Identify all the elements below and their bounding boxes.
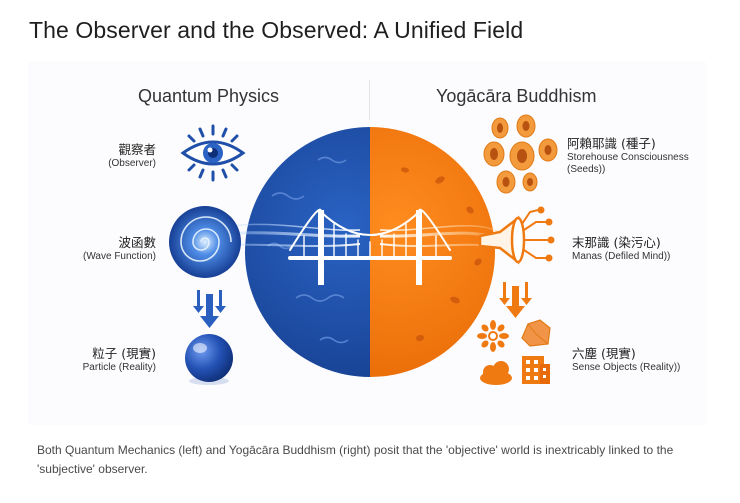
- particle-label-cjk: 粒子 (現實): [92, 346, 156, 361]
- manas-label-en: Manas (Defiled Mind)): [572, 250, 671, 262]
- down-arrows-left: [193, 290, 226, 328]
- wave-function-label: 波函數 (Wave Function): [83, 235, 156, 263]
- particle-label: 粒子 (現實) Particle (Reality): [83, 346, 156, 374]
- flower-icon: [477, 320, 509, 352]
- manas-label-cjk: 末那識 (染污心): [572, 235, 661, 250]
- storehouse-label-cjk: 阿賴耶識 (種子): [567, 136, 656, 151]
- bridge-icon: [288, 208, 452, 285]
- building-icon: [522, 356, 550, 384]
- page-title: The Observer and the Observed: A Unified…: [29, 17, 524, 43]
- caption-text: Both Quantum Mechanics (left) and Yogācā…: [37, 443, 674, 476]
- storehouse-label-en2: (Seeds)): [567, 164, 606, 176]
- sense-objects-label: 六塵 (現實) Sense Objects (Reality)): [572, 346, 680, 374]
- manas-label: 末那識 (染污心) Manas (Defiled Mind)): [572, 235, 670, 263]
- rock-icon: [521, 319, 551, 347]
- wave-spiral-icon: [169, 206, 241, 278]
- eye-icon: [180, 124, 246, 182]
- observer-label-en: (Observer): [108, 157, 156, 169]
- storehouse-label-en: Storehouse Consciousness: [567, 151, 689, 163]
- cloud-icon: [480, 361, 512, 385]
- storehouse-label: 阿賴耶識 (種子) Storehouse Consciousness (Seed…: [567, 136, 689, 177]
- seeds-icon: [483, 114, 558, 194]
- horn-icon: [478, 206, 555, 265]
- down-arrows-right: [499, 282, 532, 318]
- wave-function-label-en: (Wave Function): [83, 250, 156, 262]
- observer-label-cjk: 觀察者: [118, 142, 156, 157]
- sense-objects-label-en: Sense Objects (Reality)): [572, 361, 681, 373]
- observer-label: 觀察者 (Observer): [108, 142, 156, 170]
- column-divider: [369, 80, 370, 120]
- quantum-physics-heading: Quantum Physics: [138, 86, 280, 106]
- sense-objects-label-cjk: 六塵 (現實): [572, 346, 636, 361]
- wave-function-label-cjk: 波函數: [118, 235, 156, 250]
- yogacara-heading: Yogācāra Buddhism: [436, 86, 597, 106]
- particle-sphere-icon: [185, 334, 233, 385]
- particle-label-en: Particle (Reality): [82, 361, 156, 373]
- central-circle: [245, 127, 495, 377]
